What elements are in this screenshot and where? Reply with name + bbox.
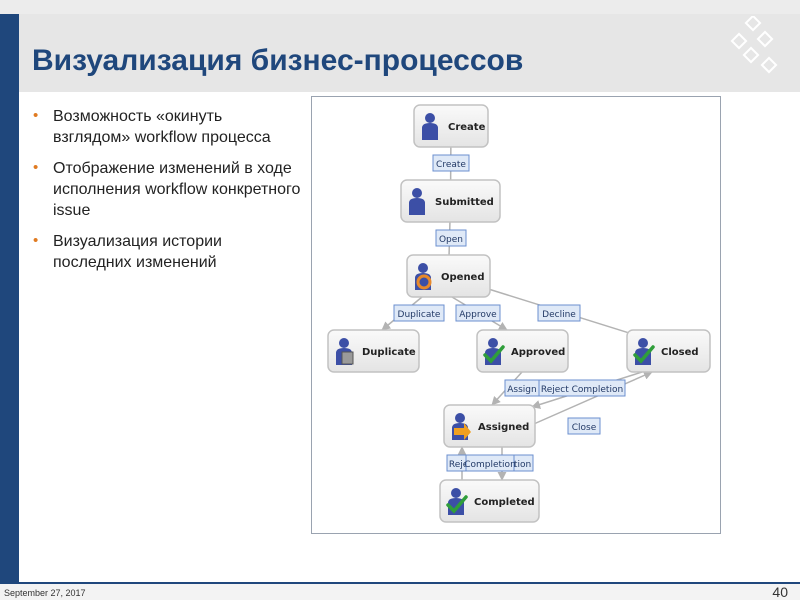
state-node-closed[interactable]: Closed xyxy=(626,329,711,373)
user-check-icon xyxy=(633,338,655,365)
transition-label-text: Approve xyxy=(459,310,497,320)
left-accent-bar xyxy=(0,14,19,582)
state-node-assigned[interactable]: Assigned xyxy=(443,404,536,448)
transition-label-text: Decline xyxy=(542,310,576,320)
transition-label-text: Duplicate xyxy=(398,310,441,320)
transition-label-text: Open xyxy=(439,235,463,245)
state-label: Completed xyxy=(474,497,535,508)
state-label: Approved xyxy=(511,347,565,358)
state-label: Create xyxy=(448,122,486,133)
top-band xyxy=(0,0,800,14)
state-node-approved[interactable]: Approved xyxy=(476,329,569,373)
state-label: Submitted xyxy=(435,197,494,208)
user-check-icon xyxy=(446,488,468,515)
user-trash-icon xyxy=(336,338,354,365)
state-node-duplicate[interactable]: Duplicate xyxy=(327,329,420,373)
bullet-marker-icon: • xyxy=(33,107,39,124)
footer-date: September 27, 2017 xyxy=(4,588,86,598)
user-icon xyxy=(422,113,438,140)
state-label: Opened xyxy=(441,272,485,283)
title-panel xyxy=(19,14,800,92)
transition-arrow xyxy=(526,371,653,428)
state-node-opened[interactable]: Opened xyxy=(406,254,491,298)
bullet-text: Отображение изменений в ходе исполнения … xyxy=(53,160,301,219)
state-node-box xyxy=(439,479,540,523)
transition-label[interactable]: Create xyxy=(432,154,470,172)
bullet-marker-icon: • xyxy=(33,159,39,176)
transition-label[interactable]: Decline xyxy=(537,304,581,322)
state-node-submitted[interactable]: Submitted xyxy=(400,179,501,223)
bullet-item: • Визуализация истории последних изменени… xyxy=(33,231,303,273)
state-node-box xyxy=(400,179,501,223)
transition-label[interactable]: Assign xyxy=(504,379,540,397)
bullet-item: • Возможность «окинуть взглядом» workflow… xyxy=(33,106,303,148)
bullet-marker-icon: • xyxy=(33,232,39,249)
slide-title: Визуализация бизнес-процессов xyxy=(32,44,524,77)
transition-label[interactable]: Close xyxy=(567,417,601,435)
user-icon xyxy=(409,188,425,215)
state-label: Assigned xyxy=(478,422,529,433)
transition-label-text: Completion xyxy=(464,460,516,470)
state-node-create[interactable]: Create xyxy=(413,104,489,148)
corner-logo-icon xyxy=(730,16,778,74)
transition-label[interactable]: Completion xyxy=(464,454,516,472)
bullet-list: • Возможность «окинуть взглядом» workflow… xyxy=(33,106,303,283)
user-refresh-icon xyxy=(415,263,432,290)
user-check-icon xyxy=(483,338,505,365)
transition-label-text: Assign xyxy=(507,385,536,395)
transition-label-text: Reject Completion xyxy=(541,385,623,395)
state-label: Closed xyxy=(661,347,699,358)
footer-band xyxy=(0,584,800,600)
transition-label[interactable]: Open xyxy=(435,229,467,247)
transition-label-text: Create xyxy=(436,160,466,170)
transition-label[interactable]: Duplicate xyxy=(393,304,445,322)
bullet-text: Возможность «окинуть взглядом» workflow … xyxy=(53,108,271,146)
user-arrow-icon xyxy=(452,413,471,440)
footer-divider xyxy=(0,582,800,584)
bullet-item: • Отображение изменений в ходе исполнения… xyxy=(33,158,303,221)
transition-label-text: Close xyxy=(572,423,597,433)
state-label: Duplicate xyxy=(362,347,416,358)
transition-label[interactable]: Reject Completion xyxy=(538,379,626,397)
transition-label[interactable]: Approve xyxy=(455,304,501,322)
state-node-completed[interactable]: Completed xyxy=(439,479,540,523)
bullet-text: Визуализация истории последних изменений xyxy=(53,233,222,271)
page-number: 40 xyxy=(772,584,788,600)
